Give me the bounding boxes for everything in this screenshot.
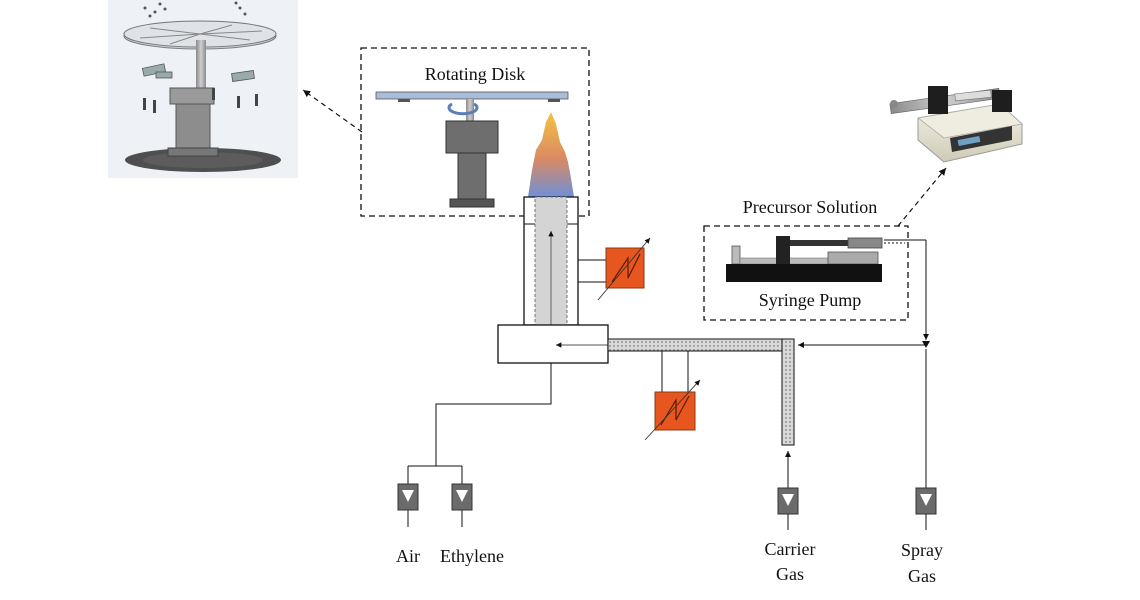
pump-base — [726, 264, 882, 282]
carrier-gas-label-line1: Carrier — [765, 539, 816, 559]
pump-pointer-arrow — [897, 167, 947, 227]
render-pointer-arrow — [302, 89, 363, 133]
motor-head — [445, 120, 499, 154]
syringe-pusher — [776, 236, 790, 264]
syringe-pump-photo — [889, 86, 1023, 163]
flowmeter-spray — [915, 487, 937, 530]
burner-column — [523, 196, 579, 326]
flame-icon — [528, 112, 574, 197]
motor-base — [449, 198, 495, 208]
fuel-lines — [407, 363, 552, 527]
syringe-barrel — [847, 237, 883, 249]
carrier-gas-line — [777, 451, 799, 530]
flowmeter-air — [397, 483, 419, 511]
syringe-pump-label: Syringe Pump — [759, 290, 862, 310]
spray-gas-label-line1: Spray — [901, 540, 943, 560]
ethylene-label: Ethylene — [440, 546, 504, 566]
flowmeter-ethylene — [451, 483, 473, 511]
air-label: Air — [396, 546, 420, 566]
rotating-disk-inset: Rotating Disk — [360, 47, 590, 217]
rotating-disk-label: Rotating Disk — [425, 64, 526, 84]
tube-heater — [644, 351, 701, 441]
syringe-pump-inset: Syringe Pump — [703, 225, 909, 321]
column-heater — [578, 237, 651, 301]
carrier-tube — [607, 338, 795, 446]
rotating-disk-render — [108, 0, 298, 178]
spray-gas-line — [798, 239, 929, 488]
disk-shaft — [466, 99, 474, 121]
rotation-arrow-icon — [447, 102, 479, 116]
motor-body — [457, 152, 487, 200]
burner-base — [497, 324, 609, 364]
disk-plate — [375, 91, 569, 100]
carrier-gas-label-line2: Gas — [776, 564, 804, 584]
spray-gas-label-line2: Gas — [908, 566, 936, 586]
precursor-solution-label: Precursor Solution — [743, 197, 878, 217]
